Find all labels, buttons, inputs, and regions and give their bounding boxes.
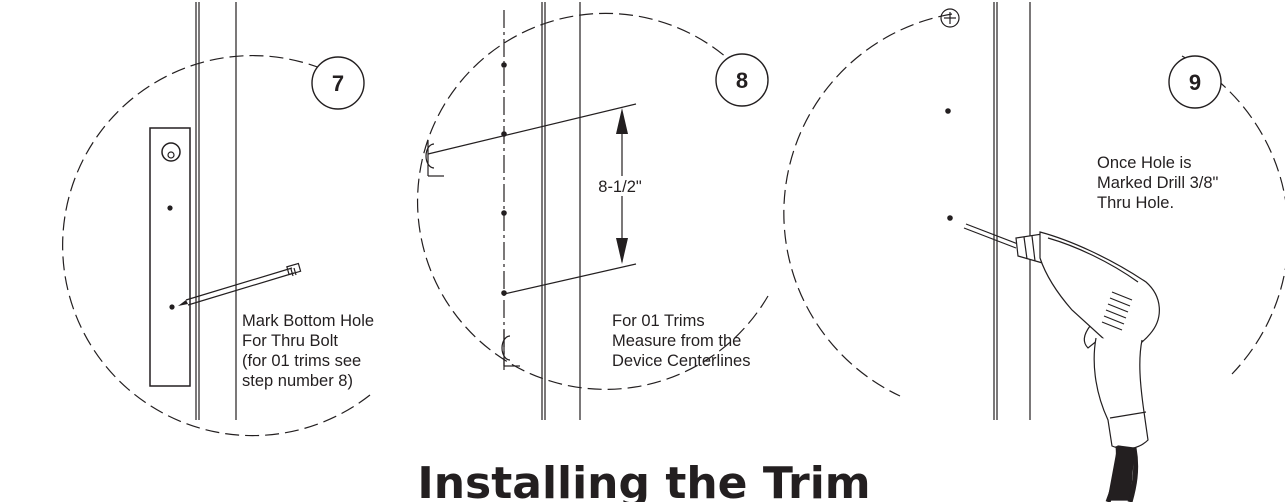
step-9-caption-line: Thru Hole. bbox=[1097, 194, 1174, 212]
page-title: Installing the Trim bbox=[417, 458, 870, 502]
step-8-dashed-circle bbox=[416, 12, 769, 390]
step-7-number-badge bbox=[311, 56, 365, 110]
step-8-caption-line: Device Centerlines bbox=[612, 352, 750, 370]
pencil-icon bbox=[178, 262, 302, 306]
step-7-dashed-circle bbox=[62, 55, 371, 437]
step-9-caption-line: Marked Drill 3/8" bbox=[1097, 174, 1219, 192]
step-8-caption-line: For 01 Trims bbox=[612, 312, 705, 330]
centerline-mark-icon bbox=[940, 8, 960, 28]
step-7-caption-line: (for 01 trims see bbox=[242, 352, 361, 370]
centerline-symbol-icon bbox=[425, 140, 444, 177]
step-7-caption-line: For Thru Bolt bbox=[242, 332, 338, 350]
step-8-caption-line: Measure from the bbox=[612, 332, 741, 350]
step-9-caption-line: Once Hole is bbox=[1097, 154, 1191, 172]
step-9-number-badge bbox=[1168, 55, 1222, 109]
escutcheon-plate bbox=[149, 127, 191, 387]
step-9-caption: Once Hole is Marked Drill 3/8" Thru Hole… bbox=[1097, 154, 1223, 212]
dimension-label: 8-1/2" bbox=[598, 178, 642, 196]
step-8-number: 8 bbox=[736, 68, 748, 93]
step-8-caption: For 01 Trims Measure from the Device Cen… bbox=[612, 312, 750, 370]
step-7-caption-line: Mark Bottom Hole bbox=[242, 312, 374, 330]
drill-icon bbox=[963, 223, 1160, 502]
step-9-panel bbox=[783, 2, 1285, 502]
step-7-panel bbox=[62, 2, 371, 437]
step-7-caption: Mark Bottom Hole For Thru Bolt (for 01 t… bbox=[242, 312, 379, 390]
step-7-caption-line: step number 8) bbox=[242, 372, 353, 390]
step-7-number: 7 bbox=[332, 71, 344, 96]
centerline-symbol-icon bbox=[501, 330, 520, 367]
step-8-panel bbox=[416, 2, 769, 420]
step-9-number: 9 bbox=[1189, 70, 1201, 95]
step-8-number-badge bbox=[715, 53, 769, 107]
lock-cylinder bbox=[161, 142, 181, 162]
